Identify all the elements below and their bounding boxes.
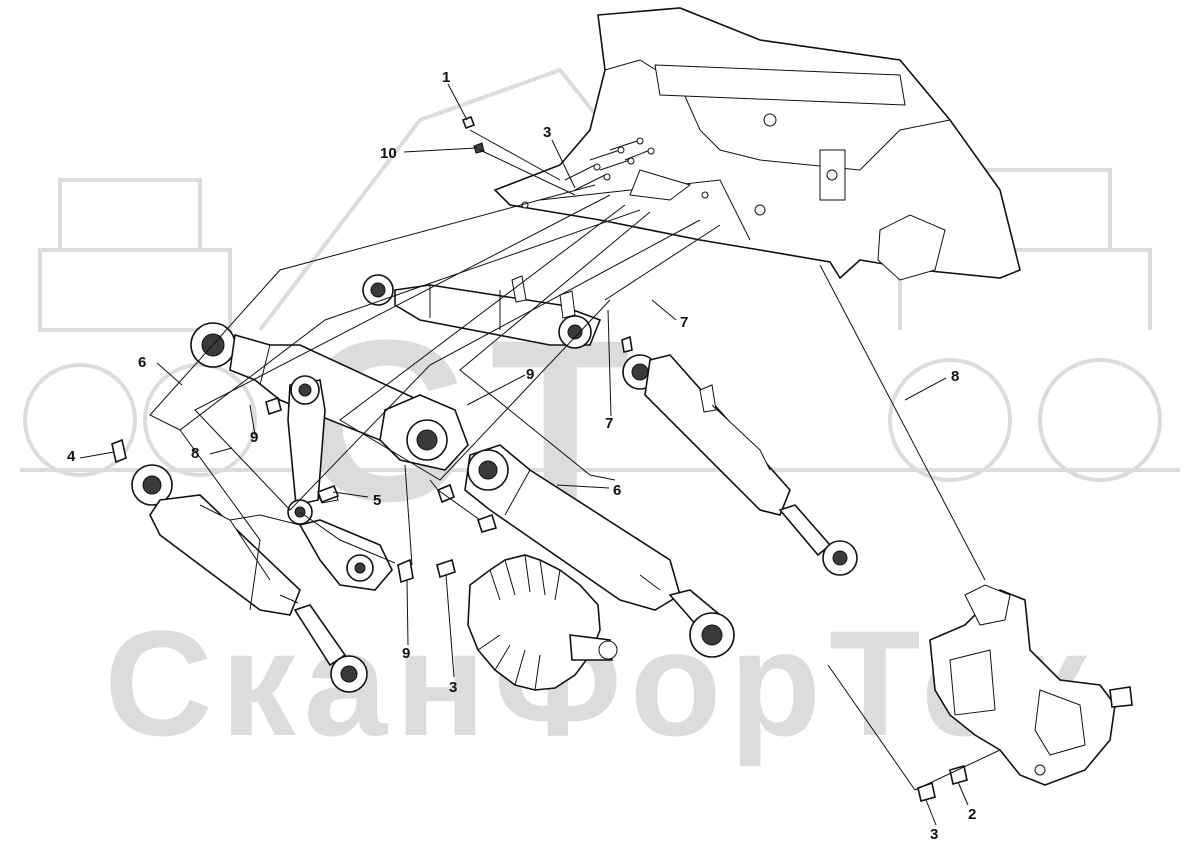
hydraulic-motor bbox=[929, 584, 1133, 786]
fitting-part-2 bbox=[949, 764, 968, 786]
fitting-part-3-middle bbox=[436, 558, 456, 579]
callout-3-bottom: 3 bbox=[930, 826, 938, 843]
fitting-part-9d bbox=[265, 396, 282, 416]
leader-lines bbox=[79, 83, 969, 826]
hydraulic-cylinder-left bbox=[131, 464, 368, 693]
drive-sprocket bbox=[467, 554, 618, 691]
callout-7-upper: 7 bbox=[680, 314, 688, 331]
fitting-part-9c bbox=[397, 558, 414, 584]
fitting-part-5 bbox=[316, 484, 340, 504]
hydraulic-fittings-block bbox=[564, 137, 655, 191]
callout-7-lower: 7 bbox=[605, 415, 613, 432]
fitting-part-7 bbox=[621, 335, 633, 353]
fitting-part-4 bbox=[111, 438, 127, 464]
callout-3-middle: 3 bbox=[449, 679, 457, 696]
fitting-part-9b bbox=[476, 513, 498, 533]
callout-8-right: 8 bbox=[951, 368, 959, 385]
callout-10: 10 bbox=[380, 145, 397, 162]
fitting-part-3-bottom bbox=[917, 781, 936, 803]
hose-routing-lines bbox=[149, 129, 1001, 791]
frame-bracket bbox=[493, 7, 1021, 281]
callout-6-right: 6 bbox=[613, 482, 621, 499]
callout-4: 4 bbox=[67, 448, 76, 465]
callout-3-top: 3 bbox=[543, 124, 551, 141]
callout-9-left: 9 bbox=[250, 429, 258, 446]
callout-5: 5 bbox=[373, 492, 381, 509]
small-fittings bbox=[111, 115, 968, 803]
linkage-arm bbox=[229, 514, 393, 591]
hydraulic-cylinder-central bbox=[190, 322, 469, 471]
hydraulic-cylinder-upper bbox=[362, 274, 602, 349]
hydraulic-cylinder-main bbox=[464, 444, 735, 658]
callout-8-left: 8 bbox=[191, 445, 199, 462]
watermark-machine-outline bbox=[20, 67, 1180, 482]
fitting-part-9a bbox=[437, 483, 455, 504]
hydraulic-cylinder-right bbox=[622, 354, 858, 576]
callout-9-bottom: 9 bbox=[402, 645, 410, 662]
callout-2: 2 bbox=[968, 806, 976, 823]
callout-6-left: 6 bbox=[138, 354, 146, 371]
callout-labels: 1 3 10 6 9 4 8 5 9 6 7 7 8 9 3 3 2 bbox=[67, 69, 976, 843]
callout-9-middle: 9 bbox=[526, 366, 534, 383]
callout-1: 1 bbox=[442, 69, 450, 86]
fitting-part-1 bbox=[461, 115, 476, 130]
